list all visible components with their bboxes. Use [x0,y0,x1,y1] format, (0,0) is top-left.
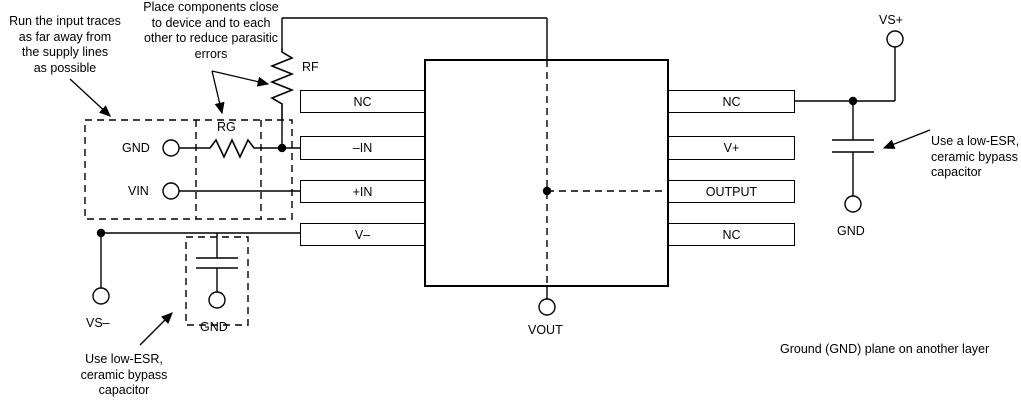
gnd-input-terminal-circle[interactable] [162,139,180,157]
gnd-input-terminal-label: GND [122,141,150,155]
pin-label: OUTPUT [705,184,758,199]
pin-box-right-nc-2[interactable]: NC [668,223,795,246]
pin-label: V+ [723,141,740,155]
arrow-bypass-left-note [139,312,173,346]
arrow-input-traces-note [69,78,111,117]
pin-box-right-output[interactable]: OUTPUT [668,180,795,203]
note-bypass-right: Use a low-ESR, ceramic bypass capacitor [931,134,1020,179]
rg-resistor-symbol [206,138,262,159]
vin-terminal-circle[interactable] [162,182,180,200]
pin-box-left-nc-1[interactable]: NC [300,90,425,113]
note-bypass-left: Use low-ESR, ceramic bypass capacitor [80,352,168,397]
rf-resistor-label: RF [302,60,319,74]
pin-label: NC [722,94,741,109]
note-input-traces: Run the input traces as far away from th… [9,14,121,75]
vout-terminal-circle[interactable] [538,298,556,316]
gnd-left-cap-terminal-label: GND [200,320,228,334]
gnd-right-cap-terminal-label: GND [837,224,865,238]
pin-box-right-v-plus[interactable]: V+ [668,136,795,160]
arrow-place-components-to-rf [211,70,270,87]
vin-terminal-label: VIN [128,184,149,198]
pin-box-left-v-minus[interactable]: V– [300,223,425,246]
vs-minus-terminal-label: VS– [86,316,110,330]
inverting-input-junction-dot [277,143,287,153]
pin-label: V– [354,227,371,242]
arrow-place-components-to-rg [211,70,225,115]
ic-center-node-dot [542,186,552,196]
pin-label: –IN [352,141,373,155]
arrow-bypass-right-note [882,129,931,149]
vs-minus-terminal-circle[interactable] [92,287,110,305]
vout-terminal-label: VOUT [528,323,563,337]
note-place-components: Place components close to device and to … [143,0,279,61]
pin-label: +IN [352,184,373,199]
pin-box-left-noninverting-input[interactable]: +IN [300,180,425,203]
gnd-right-cap-terminal-circle[interactable] [844,195,862,213]
rf-resistor-symbol [269,48,295,120]
pin-box-right-nc-1[interactable]: NC [668,90,795,113]
vs-plus-terminal-label: VS+ [879,13,903,27]
vs-plus-terminal-circle[interactable] [886,30,904,48]
rg-resistor-label: RG [217,120,236,134]
pin-label: NC [353,94,372,109]
pin-box-left-inverting-input[interactable]: –IN [300,136,425,160]
note-ground-plane: Ground (GND) plane on another layer [780,342,990,356]
pin-label: NC [722,227,741,242]
input-zone-dashed-outer [84,119,293,220]
gnd-left-cap-terminal-circle[interactable] [208,291,226,309]
